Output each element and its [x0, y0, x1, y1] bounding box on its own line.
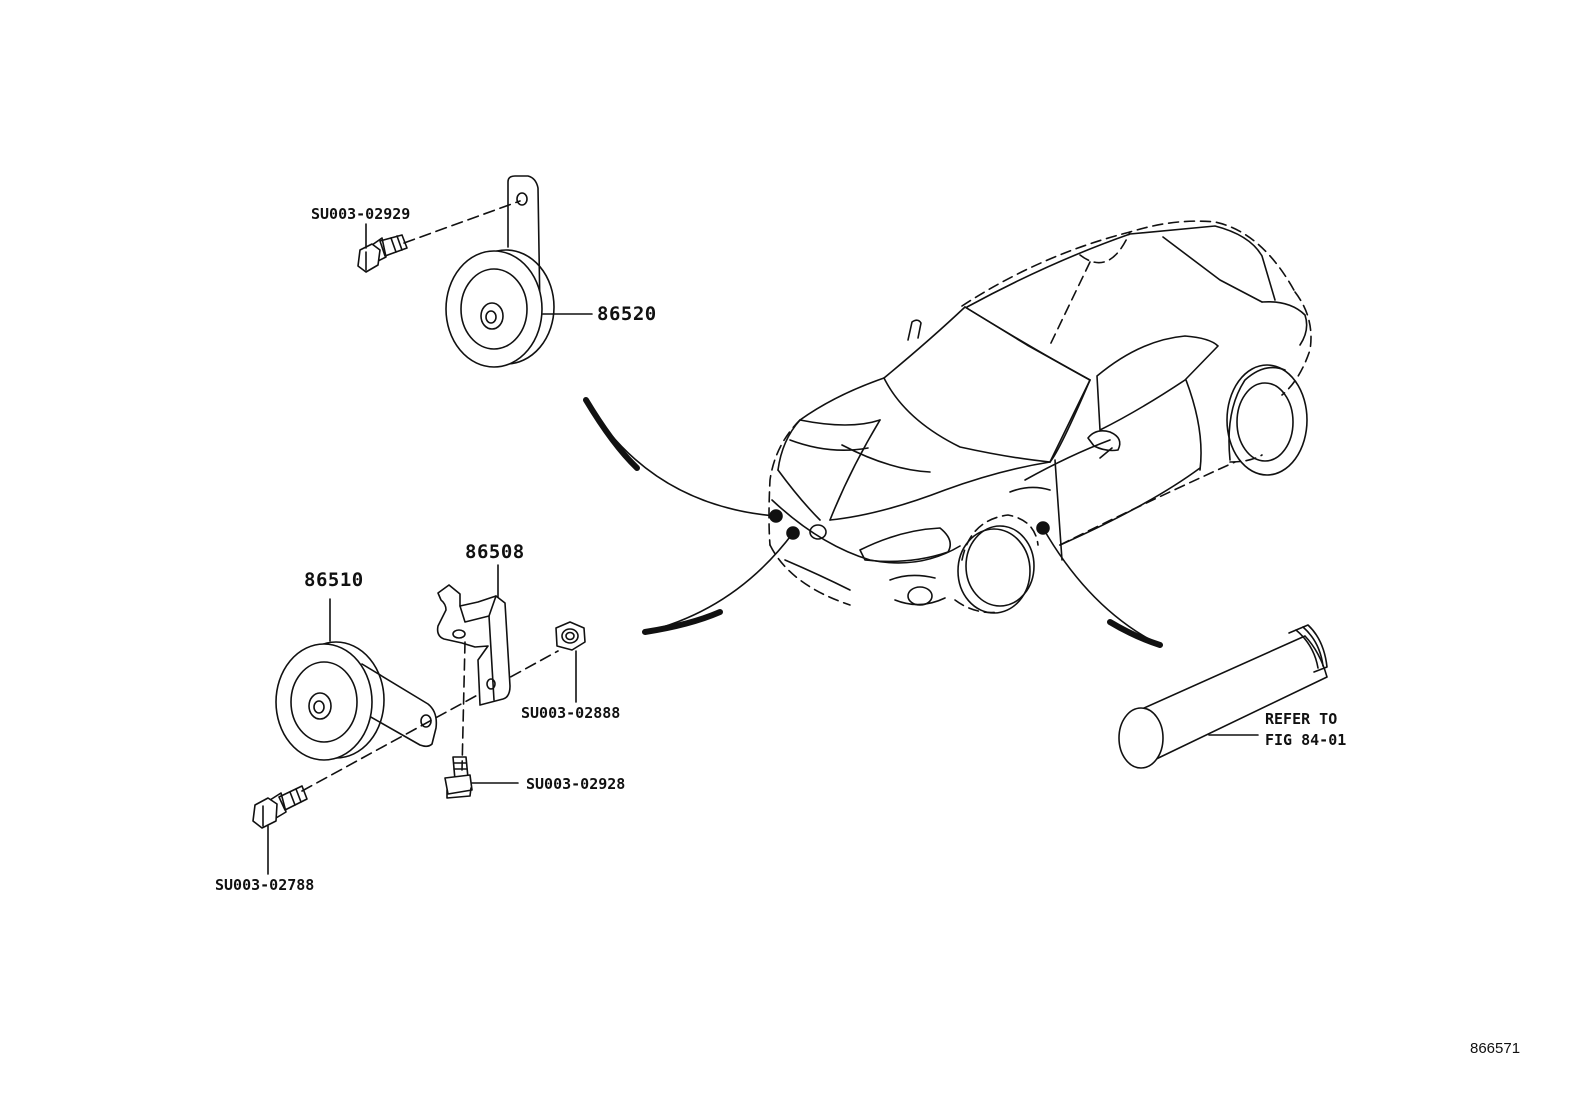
bolt-su003-02788	[253, 786, 307, 828]
bracket-86508-drawing	[438, 565, 510, 770]
horn-86510-drawing	[253, 599, 558, 874]
bolt-su003-02928	[445, 757, 518, 798]
nut-su003-02888	[556, 622, 585, 702]
figure-id: 866571	[1470, 1040, 1521, 1057]
horn-upper-bracket	[508, 176, 540, 312]
callout-arcs	[586, 400, 1160, 645]
horn-86520-drawing	[358, 176, 592, 367]
label-su003-02888: SU003-02888	[521, 704, 621, 722]
label-part-86520: 86520	[597, 303, 657, 325]
label-refer-to-line2: FIG 84-01	[1265, 731, 1347, 749]
label-refer-to-line1: REFER TO	[1265, 710, 1338, 728]
callout-dot-ref-part	[1037, 522, 1049, 534]
bolt-su003-02929	[358, 235, 407, 272]
label-su003-02788: SU003-02788	[215, 876, 315, 894]
callout-dot-upper-horn	[770, 510, 782, 522]
label-part-86508: 86508	[465, 541, 525, 563]
label-part-86510: 86510	[304, 569, 364, 591]
car-outline	[769, 221, 1311, 613]
label-su003-02928: SU003-02928	[526, 775, 626, 793]
referenced-part-bar	[1119, 625, 1327, 768]
callout-dot-lower-horn	[787, 527, 799, 539]
label-su003-02929: SU003-02929	[311, 205, 411, 223]
